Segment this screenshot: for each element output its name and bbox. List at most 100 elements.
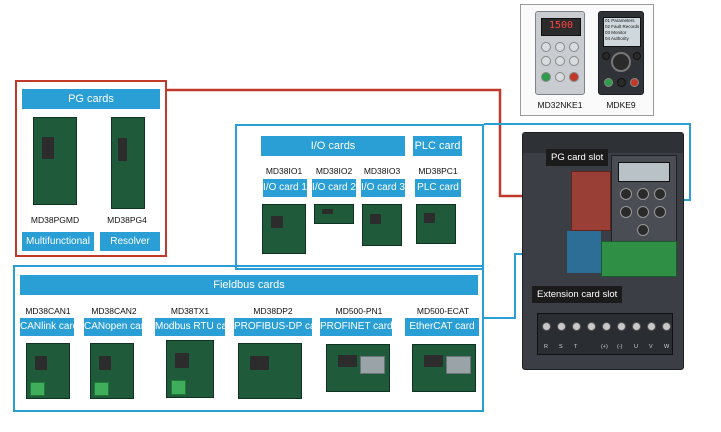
plc-card-model-1: MD38PC1: [418, 166, 458, 176]
led-keypad-run-button: [541, 72, 551, 82]
plc-card-type-1: PLC card: [415, 179, 461, 197]
fieldbus-type-4: PROFIBUS-DP card: [234, 318, 312, 336]
power-terminal: [617, 322, 626, 331]
fieldbus-type-1: CANlink card: [20, 318, 74, 336]
pg-card-image-multifunctional: [33, 117, 77, 205]
extension-card-slot: [567, 231, 601, 273]
pg-card-slot-label: PG card slot: [546, 149, 609, 166]
lcd-line-2: 02 Fault Records: [605, 24, 640, 29]
power-terminal: [632, 322, 641, 331]
pg-card-type-2: Resolver: [100, 232, 160, 251]
led-keypad-model: MD32NKE1: [537, 100, 583, 110]
power-terminal: [542, 322, 551, 331]
led-keypad-button: [569, 42, 579, 52]
led-keypad-button: [555, 72, 565, 82]
io-card-type-2: I/O card 2: [312, 179, 356, 197]
lcd-keypad-button: [633, 52, 641, 60]
power-terminal: [662, 322, 671, 331]
fieldbus-image-ethercat: [412, 344, 476, 392]
drive-keypad-display: [618, 162, 670, 182]
plc-card-header: PLC card: [413, 136, 462, 156]
lcd-keypad-button: [617, 78, 626, 87]
power-terminal-strip: [537, 313, 673, 355]
lcd-keypad-nav-ring: [611, 52, 631, 72]
io-card-model-3: MD38IO3: [363, 166, 401, 176]
io-cards-header: I/O cards: [261, 136, 405, 156]
pg-cards-frame: [15, 80, 167, 257]
led-keypad-button: [555, 56, 565, 66]
led-keypad-button: [541, 56, 551, 66]
lcd-keypad-button: [602, 52, 610, 60]
fieldbus-frame: [13, 265, 484, 412]
terminal-label: U: [634, 344, 638, 350]
fieldbus-type-5: PROFINET card: [320, 318, 392, 336]
drive-keypad-button: [654, 188, 666, 200]
led-keypad-display: 1500: [541, 18, 581, 36]
fieldbus-cards-header: Fieldbus cards: [20, 275, 478, 295]
plc-card-image-1: [416, 204, 456, 244]
power-terminal: [557, 322, 566, 331]
fieldbus-image-profinet: [326, 344, 390, 392]
io-card-model-2: MD38IO2: [315, 166, 353, 176]
fieldbus-model-6: MD500-ECAT: [416, 306, 470, 316]
drive-keypad-area: [611, 155, 677, 243]
drive-keypad-button: [620, 188, 632, 200]
fieldbus-model-4: MD38DP2: [253, 306, 293, 316]
drive-keypad-button: [654, 206, 666, 218]
pg-card-slot: [571, 171, 611, 231]
drive-unit: [522, 132, 684, 370]
lcd-line-1: 01 Parameters: [605, 18, 635, 23]
fieldbus-image-canlink: [26, 343, 70, 399]
io-plc-frame: [235, 124, 484, 270]
pg-card-type-1: Multifunctional: [22, 232, 94, 251]
power-terminal: [587, 322, 596, 331]
pg-card-model-1: MD38PGMD: [30, 215, 80, 225]
io-card-model-1: MD38IO1: [265, 166, 303, 176]
io-card-image-3: [362, 204, 402, 246]
lcd-keypad: 01 Parameters 02 Fault Records 03 Monito…: [598, 11, 644, 95]
terminal-label: R: [544, 344, 548, 350]
fieldbus-image-modbus: [166, 340, 214, 398]
io-card-image-2: [314, 204, 354, 224]
io-card-type-1: I/O card 1: [263, 179, 307, 197]
terminal-label: (-): [617, 344, 623, 350]
lcd-line-3: 03 Monitor: [605, 30, 627, 35]
led-keypad-display-value: 1500: [548, 20, 574, 31]
fieldbus-model-1: MD38CAN1: [25, 306, 71, 316]
pg-cards-header: PG cards: [22, 89, 160, 109]
terminal-label: V: [649, 344, 653, 350]
control-terminal-board: [601, 241, 677, 277]
fieldbus-model-5: MD500-PN1: [335, 306, 383, 316]
power-terminal: [572, 322, 581, 331]
fieldbus-image-profibus: [238, 343, 302, 399]
fieldbus-type-6: EtherCAT card: [405, 318, 479, 336]
led-keypad-button: [555, 42, 565, 52]
terminal-label: (+): [601, 344, 608, 350]
power-terminal: [602, 322, 611, 331]
terminal-label: W: [664, 344, 670, 350]
io-card-image-1: [262, 204, 306, 254]
extension-card-slot-label: Extension card slot: [532, 286, 623, 303]
drive-keypad-button: [620, 206, 632, 218]
led-keypad-stop-button: [569, 72, 579, 82]
lcd-keypad-run-button: [604, 78, 613, 87]
drive-keypad-button: [637, 206, 649, 218]
terminal-label: S: [559, 344, 563, 350]
led-keypad: 1500: [535, 11, 585, 95]
fieldbus-type-3: Modbus RTU card: [155, 318, 225, 336]
fieldbus-image-canopen: [90, 343, 134, 399]
io-card-type-3: I/O card 3: [361, 179, 405, 197]
fieldbus-model-3: MD38TX1: [170, 306, 210, 316]
pg-card-model-2: MD38PG4: [107, 215, 147, 225]
led-keypad-button: [569, 56, 579, 66]
drive-keypad-button: [637, 224, 649, 236]
fieldbus-type-2: CANopen card: [84, 318, 142, 336]
lcd-keypad-stop-button: [630, 78, 639, 87]
lcd-keypad-screen: 01 Parameters 02 Fault Records 03 Monito…: [603, 17, 641, 47]
lcd-keypad-model: MDKE9: [606, 100, 636, 110]
pg-card-image-resolver: [111, 117, 145, 209]
drive-top-vent: [523, 133, 683, 153]
drive-keypad-button: [637, 188, 649, 200]
lcd-line-4: 04 Authority: [605, 36, 629, 41]
terminal-label: T: [574, 344, 578, 350]
